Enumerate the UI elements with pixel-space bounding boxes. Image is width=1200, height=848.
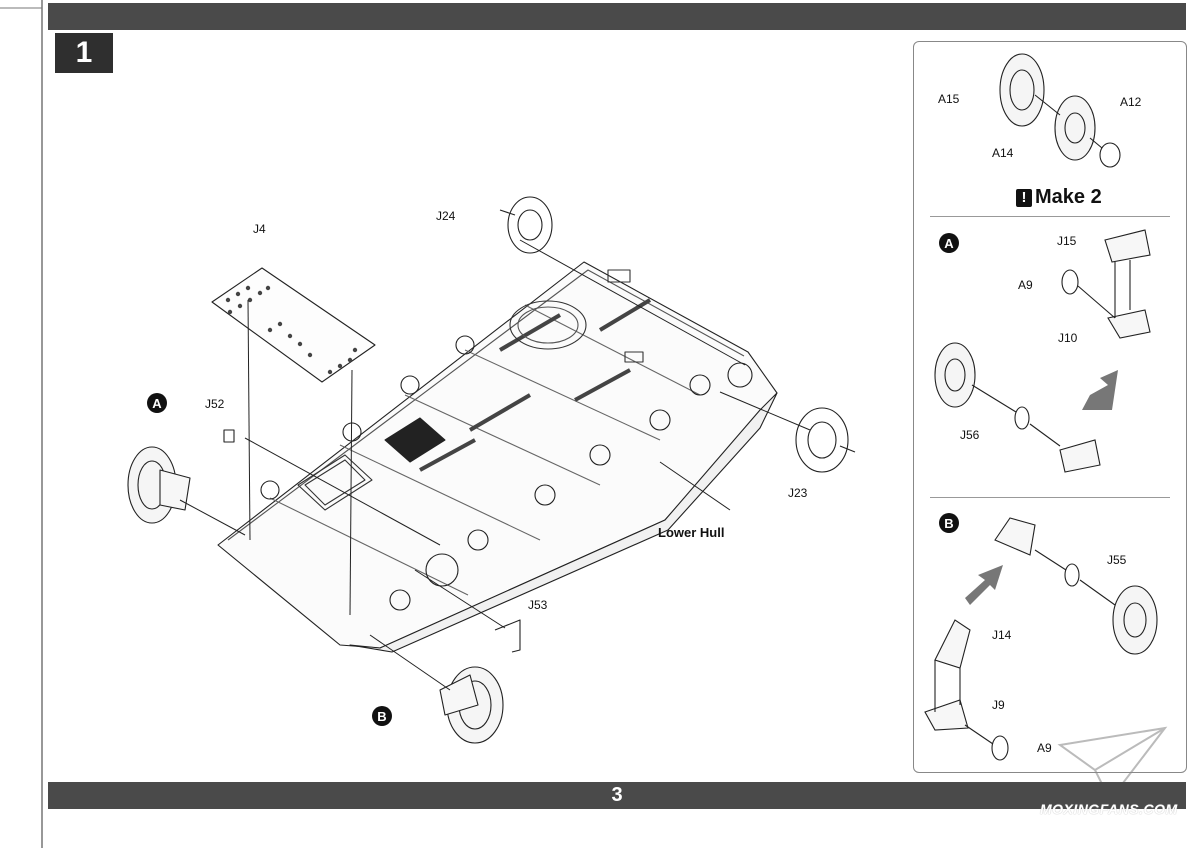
label-j9: J9 (992, 698, 1005, 712)
warning-icon: ! (1016, 188, 1032, 207)
page-number: 3 (611, 784, 623, 806)
svg-text:B: B (377, 709, 386, 724)
label-lower-hull: Lower Hull (658, 525, 724, 540)
svg-text:A: A (152, 396, 162, 411)
header-bar (48, 3, 1186, 30)
svg-text:B: B (944, 516, 953, 531)
label-a12: A12 (1120, 95, 1142, 109)
sprocket-assembly-a-drawing (127, 446, 191, 524)
marker-a: A (147, 393, 167, 413)
make-2-text: Make 2 (1035, 186, 1102, 208)
label-j4: J4 (253, 222, 266, 236)
label-j55: J55 (1107, 553, 1127, 567)
top-sprocket-drawing (999, 53, 1121, 168)
svg-text:A: A (944, 236, 954, 251)
sub-b-drawing (924, 517, 1158, 761)
label-j14: J14 (992, 628, 1012, 642)
page-spine (0, 0, 43, 848)
step-number: 1 (55, 33, 113, 73)
label-j24: J24 (436, 209, 456, 223)
label-j56: J56 (960, 428, 980, 442)
j52-part-drawing (223, 429, 235, 443)
label-j15: J15 (1057, 234, 1077, 248)
label-j10: J10 (1058, 331, 1078, 345)
sub-a-drawing (934, 229, 1151, 473)
j53-part-drawing (494, 619, 521, 653)
label-a15: A15 (938, 92, 960, 106)
j4-plate-drawing (211, 267, 376, 383)
divider-bottom (930, 497, 1170, 498)
label-j52: J52 (205, 397, 225, 411)
sub-assembly-panel (913, 41, 1187, 773)
label-a9-sub-a: A9 (1018, 278, 1033, 292)
divider-top (930, 216, 1170, 217)
j24-part-drawing (499, 196, 553, 254)
label-j23: J23 (788, 486, 808, 500)
lower-hull-drawing (217, 261, 778, 653)
label-a14: A14 (992, 146, 1014, 160)
label-j53: J53 (528, 598, 548, 612)
sprocket-assembly-b-drawing (439, 666, 504, 744)
sub-marker-b: B (939, 513, 959, 533)
watermark-text: MOXINGFANS.COM (1040, 801, 1178, 817)
make-2-note: ! Make 2 (1016, 186, 1102, 209)
j23-part-drawing (795, 407, 856, 473)
sub-marker-a: A (939, 233, 959, 253)
label-a9-sub-b: A9 (1037, 741, 1052, 755)
marker-b: B (372, 706, 392, 726)
footer-bar: 3 (48, 782, 1186, 809)
